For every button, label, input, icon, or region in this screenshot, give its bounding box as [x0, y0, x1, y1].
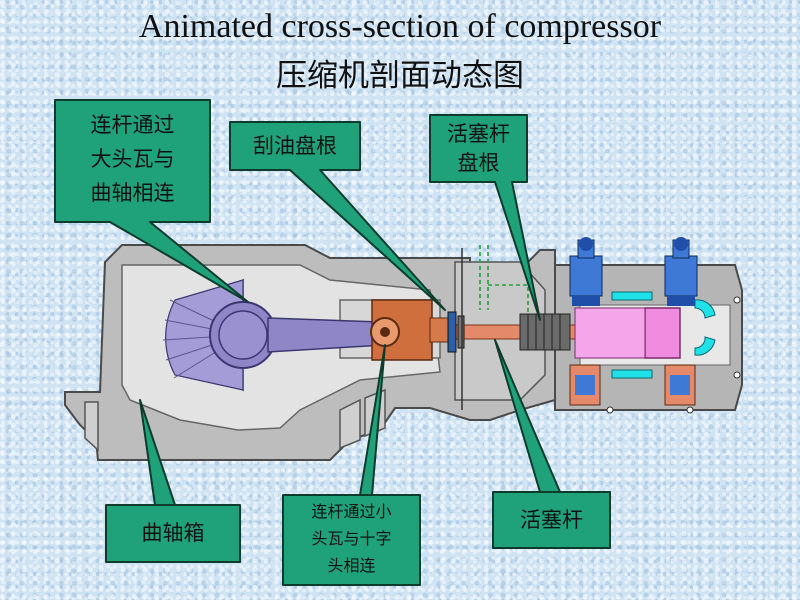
callout-oil-scraper: [229, 121, 446, 311]
callout-crankcase-text: 曲轴箱: [141, 521, 205, 545]
top-valve-right: [664, 237, 698, 306]
title-chinese: 压缩机剖面动态图: [276, 58, 524, 94]
oil-lines: [479, 245, 529, 312]
callout-big-end: [54, 99, 249, 303]
crosshead: [370, 299, 456, 361]
callout-rod-packing: [429, 114, 541, 321]
bottom-valve-right: [664, 364, 696, 406]
piston: [644, 307, 681, 359]
oil-scraper-packing: [447, 311, 465, 353]
title-english: Animated cross-section of compressor: [138, 8, 662, 45]
crankshaft: [162, 278, 277, 392]
bottom-valve-left: [569, 364, 601, 406]
callout-small-end-text: 连杆通过小 头瓦与十字 头相连: [311, 502, 392, 575]
callout-crankcase: [105, 399, 241, 563]
callout-piston-rod-text: 活塞杆: [520, 508, 583, 532]
callout-rod-packing-text: 活塞杆 盘根: [447, 122, 510, 175]
callout-big-end-text: 连杆通过 大头瓦与 曲轴相连: [90, 113, 175, 205]
callout-small-end: [282, 344, 421, 586]
callout-piston-rod: [492, 339, 611, 549]
top-valve-left: [569, 237, 603, 306]
callout-oil-scraper-text: 刮油盘根: [253, 134, 337, 158]
piston-rod-packing: [519, 313, 571, 351]
gas-passages: [611, 291, 716, 379]
